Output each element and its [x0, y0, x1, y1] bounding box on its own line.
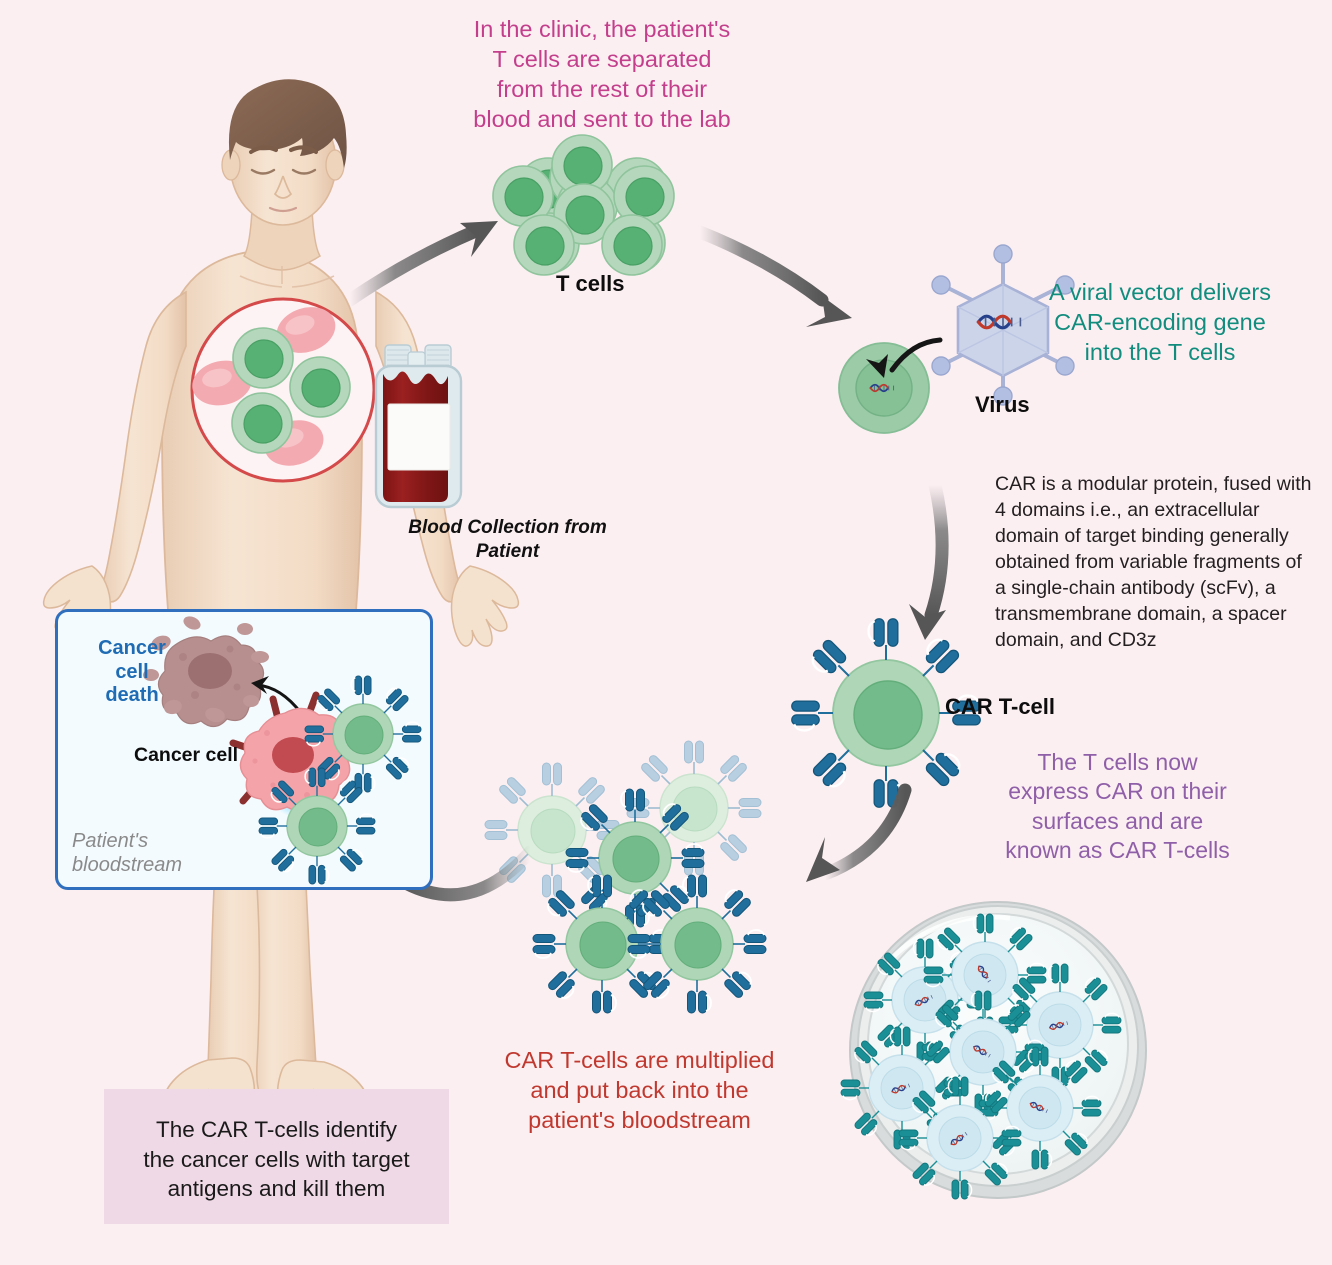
label-t-cells: T cells — [556, 271, 625, 296]
infected-t-cell — [838, 342, 930, 434]
car-t-cell-stream-3 — [627, 874, 767, 1014]
blood-magnifier — [190, 297, 376, 483]
arrow-car-t-to-stream — [806, 783, 912, 882]
car-t-cell-stream-2 — [532, 874, 672, 1014]
hair — [228, 79, 347, 168]
label-virus: Virus — [975, 392, 1030, 417]
panel-car-t-cell-2 — [258, 767, 376, 885]
arrow-patient-to-tcells — [343, 221, 498, 307]
bloodstream-panel-contents — [143, 616, 422, 885]
caption-clinic: In the clinic, the patient's T cells are… — [473, 16, 731, 133]
right-ear — [325, 149, 345, 181]
dying-cancer-cell — [143, 616, 269, 728]
virus-particle — [931, 244, 1075, 406]
panel-car-t-cell-1 — [304, 675, 422, 793]
caption-multiplied: CAR T-cells are multiplied and put back … — [504, 1047, 775, 1134]
blood-collection-bag — [374, 344, 463, 509]
label-patients-bloodstream: Patient's bloodstream — [72, 830, 183, 876]
caption-car-definition: CAR is a modular protein, fused with 4 d… — [995, 473, 1312, 651]
mouth — [268, 206, 298, 213]
car-t-cell-stream-1 — [565, 788, 705, 928]
right-eyebrow — [289, 145, 318, 154]
petri-dish — [840, 901, 1147, 1200]
left-eye-closed — [250, 168, 276, 175]
nose — [273, 175, 293, 199]
bag-label — [387, 403, 451, 471]
caption-express-car: The T cells now express CAR on their sur… — [1005, 749, 1230, 864]
arrow-tcells-to-virus — [693, 225, 852, 327]
car-t-cell-main — [790, 617, 982, 809]
left-eyebrow — [249, 145, 278, 154]
arrow-to-car-t-cell — [909, 478, 949, 640]
label-cancer-cell-death: Cancer cell death — [98, 637, 166, 707]
summary-box-text: The CAR T-cells identify the cancer cell… — [143, 1117, 410, 1202]
caption-viral-vector: A viral vector delivers CAR-encoding gen… — [1048, 279, 1272, 366]
label-car-t-cell: CAR T-cell — [945, 694, 1056, 719]
car-t-cell-stream — [484, 740, 767, 1014]
label-cancer-cell: Cancer cell — [134, 744, 239, 766]
label-blood-collection: Blood Collection from Patient — [408, 517, 607, 562]
petri-dish-cells — [840, 913, 1122, 1200]
summary-box: The CAR T-cells identify the cancer cell… — [104, 1089, 449, 1224]
arrow-virus-to-cell — [866, 337, 943, 378]
car-t-cell-faded-1 — [484, 762, 620, 898]
right-eye-closed — [291, 168, 317, 175]
right-hand — [450, 565, 520, 647]
